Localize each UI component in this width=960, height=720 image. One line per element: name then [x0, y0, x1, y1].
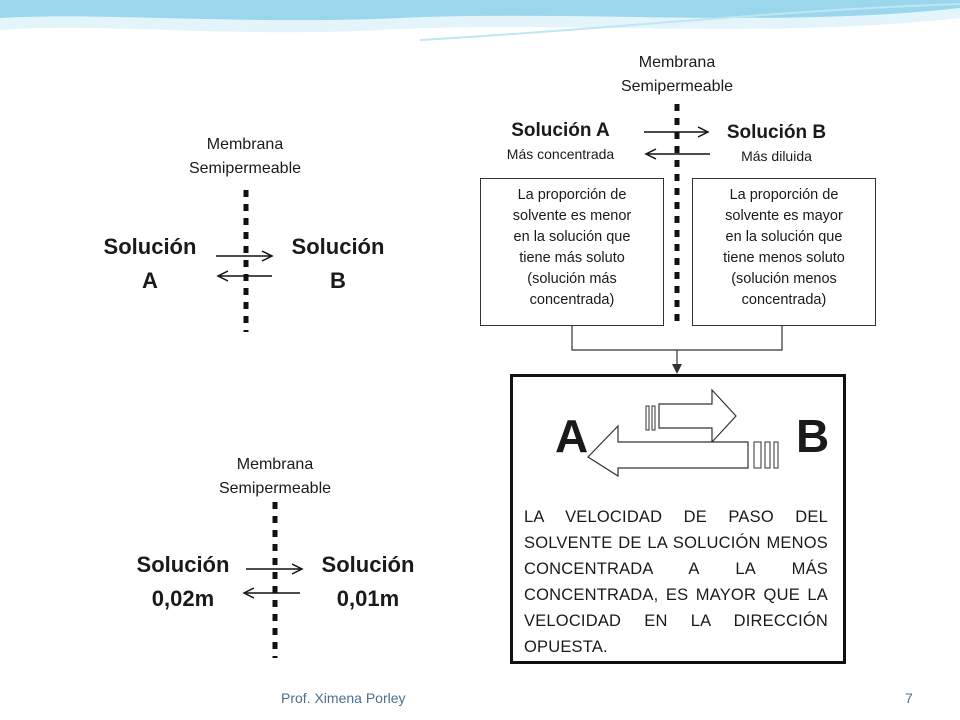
- left-membrane-line: [243, 190, 249, 332]
- bottom-arrow-left: [242, 587, 300, 599]
- right-arrow-left: [644, 148, 710, 160]
- solution-a-explanation-box: La proporción de solvente es menor en la…: [480, 178, 664, 326]
- bottom-solution-b-line2: 0,01m: [336, 586, 400, 611]
- left-arrows: [216, 250, 274, 282]
- arrow-right-large-icon: [645, 388, 737, 444]
- box-a-line: tiene más soluto: [519, 250, 625, 266]
- bottom-solution-a-line1: Solución: [136, 552, 230, 577]
- arrow-left-large-icon: [587, 424, 779, 478]
- bottom-solution-a-label: Solución 0,02m: [118, 548, 248, 616]
- header-wave-decoration: [0, 0, 960, 41]
- left-membrane-label: Membrana Semipermeable: [160, 133, 330, 181]
- box-b-line: (solución menos: [731, 271, 837, 287]
- box-b-line: La proporción de: [729, 187, 839, 203]
- connector-bracket: [571, 326, 783, 351]
- conclusion-text: LA VELOCIDAD DE PASO DEL SOLVENTE DE LA …: [524, 508, 828, 656]
- box-b-line: tiene menos soluto: [723, 250, 845, 266]
- bottom-solution-b-line1: Solución: [321, 552, 415, 577]
- bottom-membrane-line: [272, 502, 278, 658]
- left-solution-a-line2: A: [142, 268, 158, 293]
- right-solution-b-label: Solución B Más diluida: [704, 120, 849, 166]
- box-b-line: solvente es mayor: [725, 208, 843, 224]
- footer-author: Prof. Ximena Porley: [281, 690, 406, 706]
- header-wave-line: [419, 3, 960, 41]
- box-b-line: concentrada): [741, 292, 827, 308]
- left-arrow-right: [216, 250, 274, 262]
- boxes-connector: [571, 326, 783, 374]
- bottom-membrane-label-line2: Semipermeable: [218, 480, 332, 497]
- box-a-line: La proporción de: [517, 187, 627, 203]
- right-arrow-right: [644, 126, 710, 138]
- left-solution-b-line2: B: [330, 268, 346, 293]
- flow-arrows-graphic: [587, 388, 779, 478]
- left-solution-b-label: Solución B: [278, 230, 398, 298]
- bottom-membrane-label: Membrana Semipermeable: [190, 453, 360, 501]
- right-solution-a-sub: Más concentrada: [506, 146, 615, 162]
- left-solution-b-line1: Solución: [291, 234, 385, 259]
- left-membrane-label-line2: Semipermeable: [188, 160, 302, 177]
- box-b-line: en la solución que: [725, 229, 843, 245]
- right-arrows: [644, 126, 710, 160]
- footer-page-number: 7: [905, 690, 913, 706]
- left-solution-a-line1: Solución: [103, 234, 197, 259]
- right-solution-b-title: Solución B: [726, 122, 827, 143]
- bottom-solution-a-line2: 0,02m: [151, 586, 215, 611]
- bottom-solution-b-label: Solución 0,01m: [303, 548, 433, 616]
- header-wave-blue: [0, 0, 960, 21]
- right-membrane-label-line2: Semipermeable: [620, 78, 734, 95]
- bottom-arrows: [242, 563, 304, 599]
- big-letter-b: B: [796, 410, 830, 462]
- left-solution-a-label: Solución A: [90, 230, 210, 298]
- right-solution-a-label: Solución A Más concentrada: [488, 118, 633, 164]
- solution-b-explanation-box: La proporción de solvente es mayor en la…: [692, 178, 876, 326]
- box-a-line: concentrada): [529, 292, 615, 308]
- bottom-arrow-right: [246, 563, 304, 575]
- box-a-line: en la solución que: [513, 229, 631, 245]
- left-membrane-label-line1: Membrana: [206, 136, 284, 153]
- right-membrane-label-line1: Membrana: [638, 54, 716, 71]
- right-solution-a-title: Solución A: [511, 120, 610, 141]
- left-arrow-left: [216, 270, 272, 282]
- box-a-line: (solución más: [527, 271, 617, 287]
- big-letter-a: A: [555, 410, 589, 462]
- right-membrane-line: [674, 104, 680, 324]
- right-membrane-label: Membrana Semipermeable: [592, 51, 762, 99]
- right-solution-b-sub: Más diluida: [741, 148, 812, 164]
- connector-arrowhead: [672, 364, 682, 374]
- box-a-line: solvente es menor: [512, 208, 632, 224]
- bottom-membrane-label-line1: Membrana: [236, 456, 314, 473]
